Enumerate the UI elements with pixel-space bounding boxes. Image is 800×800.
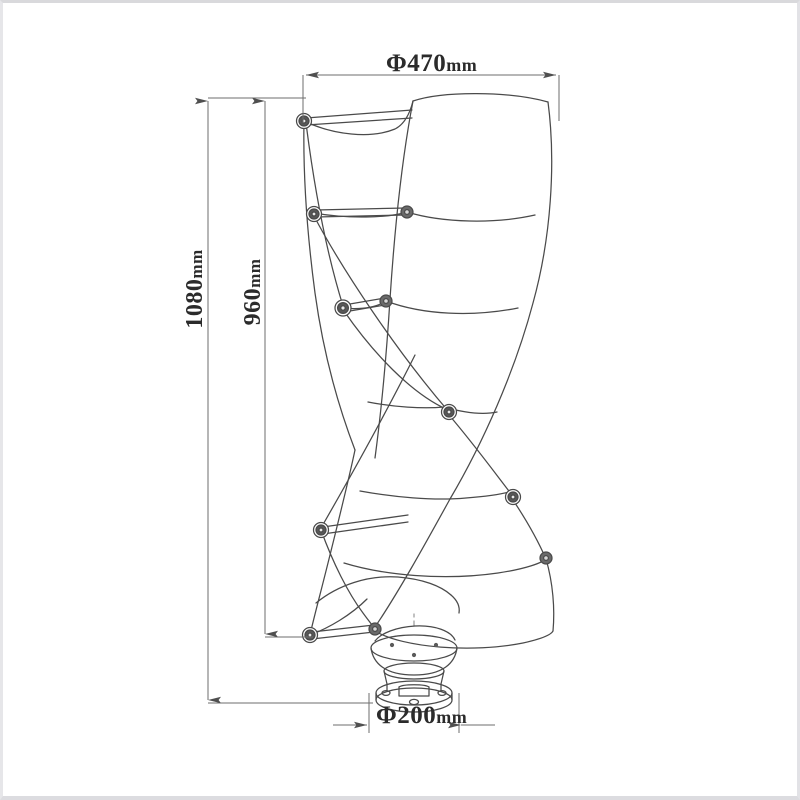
rotor-diameter-value: Φ (386, 50, 408, 77)
mounting-flange (375, 680, 453, 713)
helical-blade-upper (303, 93, 553, 628)
dimension-label-rotor-height: 960mm (240, 227, 266, 357)
total-height-number: 1080 (182, 278, 208, 329)
blade-rib (385, 300, 519, 315)
support-arm-set-upper (305, 109, 413, 313)
helix-crossing-edges (305, 122, 547, 560)
blade-rib (367, 401, 445, 409)
dimension-rotor-diameter (302, 71, 560, 123)
total-height-unit: mm (187, 249, 206, 279)
dimension-total-height (195, 97, 373, 704)
helical-blade-lower (309, 449, 555, 649)
dimension-rotor-height (252, 97, 313, 638)
dimension-label-total-height: 1080mm (182, 219, 208, 359)
rotor-diameter-unit: mm (446, 55, 478, 75)
blade-rib (343, 556, 550, 578)
rotor-height-number: 960 (240, 287, 266, 326)
blade-rib (406, 211, 536, 222)
blade-rib (359, 489, 516, 500)
rotor-height-unit: mm (245, 258, 264, 288)
hub-bolt-joint-group (295, 112, 553, 644)
rotor-diameter-number: 470 (407, 50, 447, 77)
base-diameter-symbol: Φ (376, 702, 398, 729)
base-diameter-number: 200 (397, 702, 437, 729)
generator-housing (370, 625, 458, 713)
dimension-base-diameter (333, 693, 495, 733)
dimension-label-base-diameter: Φ200mm (376, 703, 467, 728)
support-arm-set-lower (311, 514, 409, 640)
dimension-label-rotor-diameter: Φ470mm (386, 51, 477, 76)
turbine-outline-drawing (195, 71, 560, 733)
base-diameter-unit: mm (436, 707, 468, 727)
